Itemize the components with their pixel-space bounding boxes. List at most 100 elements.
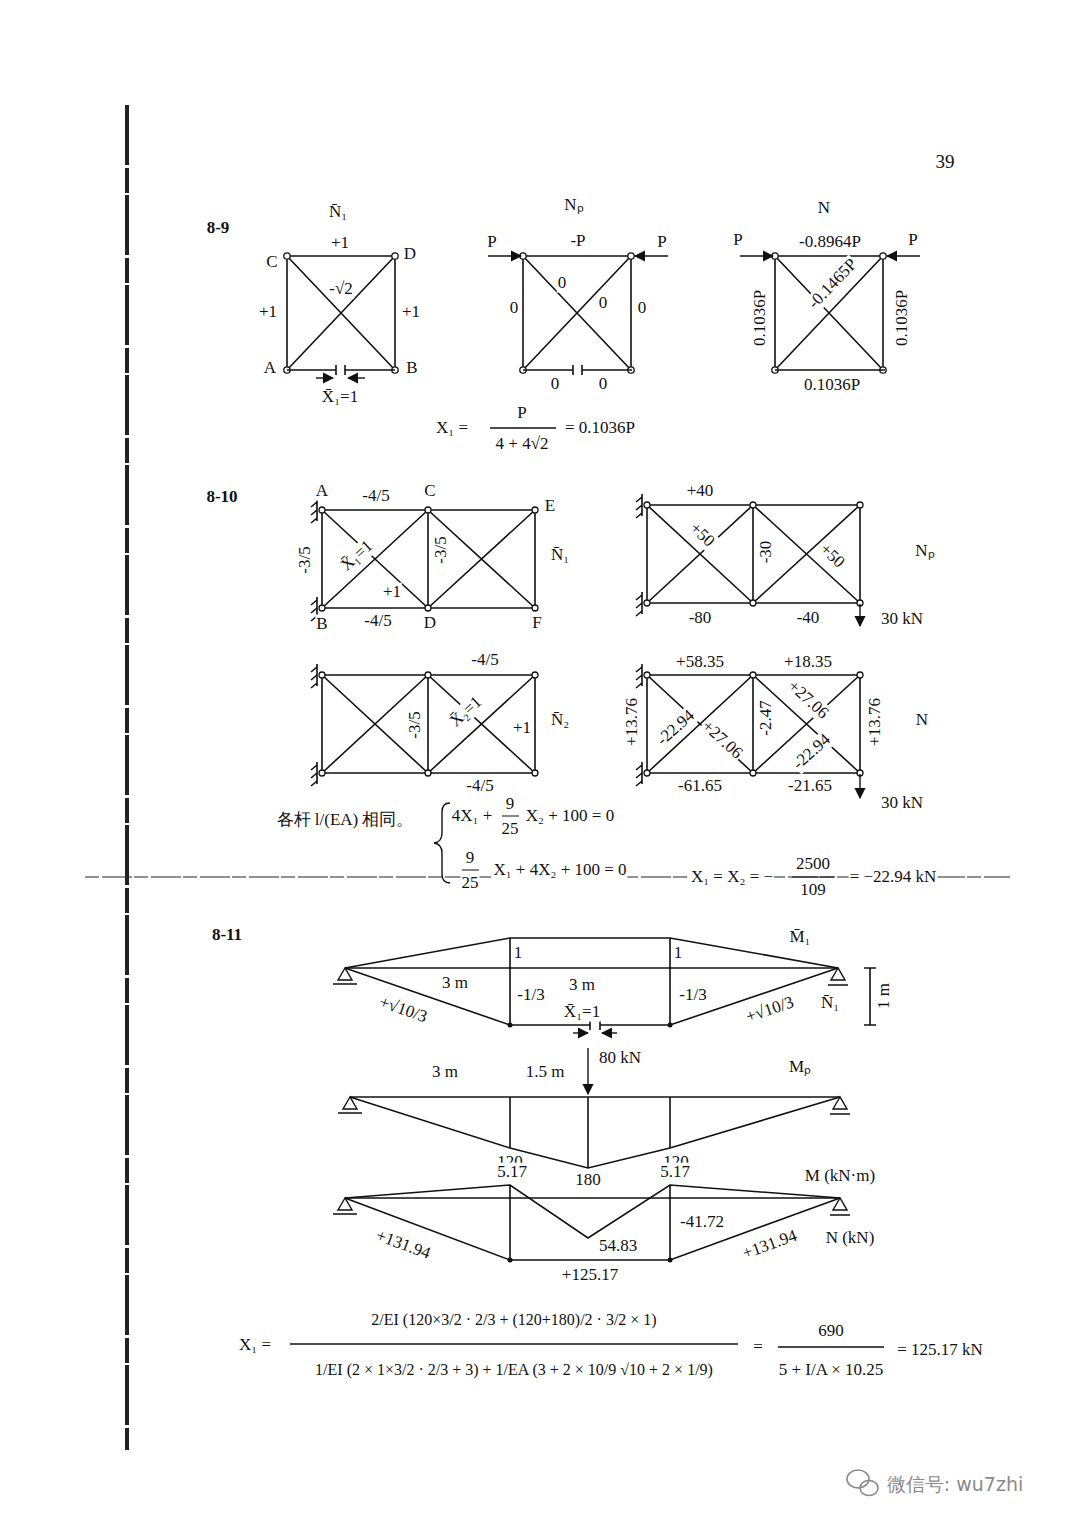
wechat-icon xyxy=(860,1481,878,1496)
force-arrow xyxy=(573,1032,588,1033)
square-truss xyxy=(772,253,886,373)
annotation-label: +13.76 xyxy=(623,697,642,747)
annotation-label: X̄₁=1 xyxy=(563,1003,601,1022)
force-arrow xyxy=(859,604,860,798)
annotation-label: -3/5 xyxy=(406,710,425,739)
fraction-bar xyxy=(490,427,556,428)
annotation-label: 109 xyxy=(799,881,827,900)
annotation-label: 25 xyxy=(501,820,520,839)
beam-diagram xyxy=(350,1097,840,1168)
annotation-label: Mₚ xyxy=(788,1058,812,1077)
annotation-label: D xyxy=(423,614,437,633)
joint-dot xyxy=(508,1023,673,1263)
annotation-label: +131.94 xyxy=(739,1226,800,1264)
force-arrow xyxy=(887,255,920,256)
annotation-label: P xyxy=(732,231,743,250)
annotation-label: 0 xyxy=(550,375,561,394)
annotation-label: 4X₁ + xyxy=(451,807,494,826)
force-arrow xyxy=(587,1048,588,1094)
annotation-label: -61.65 xyxy=(677,777,723,796)
square-truss xyxy=(520,253,634,373)
joint-dot xyxy=(508,1258,513,1263)
annotation-label: 3 m xyxy=(431,1063,459,1082)
force-arrow xyxy=(635,255,668,256)
annotation-label: C xyxy=(265,253,278,272)
truss-member xyxy=(287,365,885,375)
annotation-label: 0.1036P xyxy=(751,289,770,347)
annotation-label: +13.76 xyxy=(866,697,885,747)
truss-member xyxy=(523,365,632,375)
annotation-label: 180 xyxy=(574,1171,602,1190)
wechat-icon xyxy=(847,1470,869,1488)
annotation-label: -4/5 xyxy=(363,612,392,631)
annotation-label: = 0.1036P xyxy=(564,419,636,438)
support-symbol xyxy=(333,968,850,1215)
annotation-label: -30 xyxy=(757,540,776,565)
equation-brace xyxy=(434,803,450,883)
fraction-bar xyxy=(490,427,556,428)
annotation-label: N (kN) xyxy=(825,1229,876,1248)
annotation-label: P xyxy=(516,404,527,423)
annotation-label: 690 xyxy=(817,1322,845,1341)
annotation-label: -41.72 xyxy=(679,1213,725,1232)
annotation-label: X₁ = xyxy=(238,1336,272,1355)
annotation-label: -1/3 xyxy=(678,986,707,1005)
annotation-label: -1/3 xyxy=(516,986,545,1005)
beam-diagram xyxy=(345,1197,840,1199)
beam-diagram xyxy=(345,938,838,968)
annotation-label: +27.06 xyxy=(697,716,747,763)
annotation-label: +50 xyxy=(685,518,719,551)
annotation-label: +50 xyxy=(815,539,849,572)
support-symbol xyxy=(338,1097,362,1113)
support-symbol xyxy=(333,968,357,984)
fraction-bar xyxy=(290,1344,884,1347)
annotation-label: +1 xyxy=(401,303,421,322)
force-arrow xyxy=(859,774,860,798)
annotation-label: 3 m xyxy=(441,974,469,993)
annotation-label: 8-9 xyxy=(206,219,231,238)
annotation-label: -40 xyxy=(796,609,821,628)
annotation-label: -22.94 xyxy=(653,706,700,751)
annotation-label: -21.65 xyxy=(787,777,833,796)
annotation-label: 54.83 xyxy=(598,1237,638,1256)
panel-truss xyxy=(311,494,863,786)
support-symbol xyxy=(828,968,848,985)
support-symbol xyxy=(830,1097,850,1114)
annotation-label: +√10/3 xyxy=(743,993,797,1027)
panel-truss xyxy=(636,664,863,786)
annotation-label: D xyxy=(403,245,417,264)
panel-truss xyxy=(311,664,538,786)
annotation-label: 25 xyxy=(461,874,480,893)
force-arrow xyxy=(348,377,365,378)
page-binding xyxy=(85,105,1010,1450)
annotation-label: E xyxy=(544,497,556,516)
wechat-icon xyxy=(847,1470,878,1496)
annotation-label: -0.1465P xyxy=(804,255,862,314)
annotation-label: N̄₂ xyxy=(550,711,570,730)
panel-truss xyxy=(636,494,863,616)
annotation-label: 4 + 4√2 xyxy=(495,435,550,454)
annotation-label: = 125.17 kN xyxy=(896,1341,984,1360)
beam-diagram xyxy=(350,1096,840,1098)
support-symbol xyxy=(333,1198,357,1214)
annotation-label: 5.17 xyxy=(659,1163,691,1182)
annotation-label: 0.1036P xyxy=(893,289,912,347)
annotation-label: 0 xyxy=(557,274,568,293)
annotation-label: 8-11 xyxy=(211,926,243,945)
annotation-label: M̄₁ xyxy=(788,928,811,947)
annotation-label: 8-10 xyxy=(205,488,238,507)
annotation-label: 1 m xyxy=(875,982,894,1010)
annotation-label: A xyxy=(263,359,277,378)
annotation-label: -P xyxy=(569,232,586,251)
annotation-label: 39 xyxy=(935,152,956,173)
beam-diagram xyxy=(510,1185,670,1260)
annotation-label: F xyxy=(531,614,542,633)
joint-dot xyxy=(668,1023,673,1028)
annotation-label: +40 xyxy=(686,482,715,501)
beam-diagram xyxy=(510,1097,670,1168)
force-arrow xyxy=(602,1032,617,1033)
annotation-label: 9 xyxy=(505,795,516,814)
annotation-label: -80 xyxy=(688,609,713,628)
